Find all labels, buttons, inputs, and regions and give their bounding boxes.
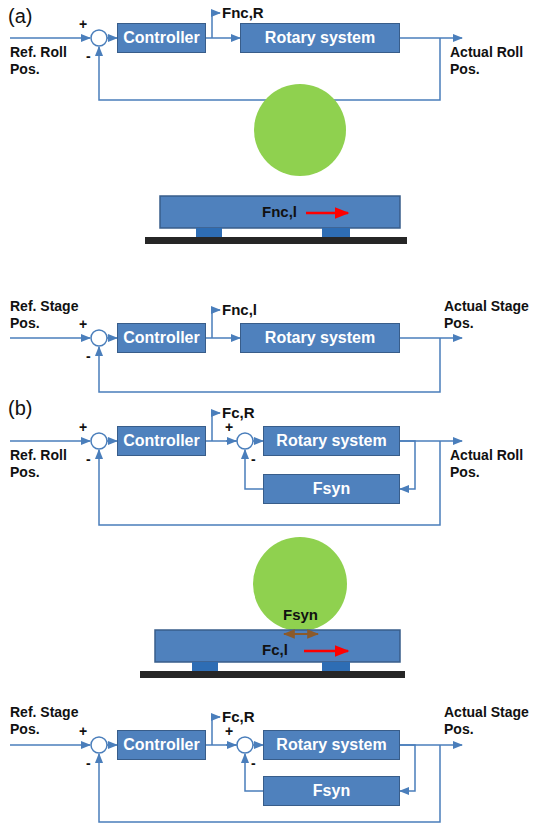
signal-connector bbox=[400, 745, 415, 791]
guide-block bbox=[322, 228, 350, 237]
box-text: Rotary system bbox=[276, 736, 386, 754]
sign-label: + bbox=[79, 419, 87, 436]
controller-box: Controller bbox=[117, 23, 206, 53]
guide-block bbox=[196, 228, 222, 237]
signal-label: Actual Roll Pos. bbox=[450, 447, 534, 481]
signal-connector bbox=[206, 37, 240, 39]
base bbox=[145, 237, 407, 244]
plant-box: Rotary system bbox=[240, 323, 400, 353]
summing-junction bbox=[237, 433, 253, 449]
signal-label: Fnc,l bbox=[222, 301, 257, 319]
sign-label: + bbox=[79, 316, 87, 333]
feedback-box: Fsyn bbox=[263, 474, 400, 504]
box-text: Rotary system bbox=[276, 432, 386, 450]
summing-junction bbox=[237, 737, 253, 753]
box-text: Controller bbox=[123, 432, 199, 450]
summing-junction bbox=[91, 433, 107, 449]
plant-box: Rotary system bbox=[240, 23, 400, 53]
guide-block bbox=[192, 662, 218, 671]
stage bbox=[155, 630, 400, 662]
box-text: Rotary system bbox=[265, 329, 375, 347]
sign-label: - bbox=[86, 451, 91, 468]
sign-label: + bbox=[79, 16, 87, 33]
box-text: Controller bbox=[123, 329, 199, 347]
sign-label: - bbox=[86, 755, 91, 772]
signal-label: Fnc,R bbox=[222, 4, 264, 22]
box-text: Controller bbox=[123, 29, 199, 47]
force-label: Fsyn bbox=[283, 606, 318, 624]
sign-label: + bbox=[225, 723, 233, 740]
base bbox=[140, 671, 405, 678]
box-text: Fsyn bbox=[313, 782, 350, 800]
box-text: Rotary system bbox=[265, 29, 375, 47]
signal-label: Actual Roll Pos. bbox=[450, 44, 534, 78]
signal-label: Ref. Roll Pos. bbox=[10, 447, 90, 481]
feedback-box: Fsyn bbox=[263, 776, 400, 806]
plant-box: Rotary system bbox=[263, 426, 400, 456]
plant-box: Rotary system bbox=[263, 730, 400, 760]
summing-junction bbox=[91, 737, 107, 753]
sign-label: - bbox=[86, 348, 91, 365]
signal-label: Actual Stage Pos. bbox=[444, 298, 534, 332]
sign-label: + bbox=[79, 723, 87, 740]
signal-connector bbox=[206, 337, 240, 339]
guide-block bbox=[322, 662, 350, 671]
roll bbox=[253, 537, 347, 631]
signal-label: Ref. Roll Pos. bbox=[10, 44, 90, 78]
force-arrow bbox=[304, 650, 348, 653]
signal-connector bbox=[206, 744, 263, 746]
panel-label: (a) bbox=[8, 4, 32, 28]
signal-wires bbox=[10, 13, 462, 822]
box-text: Fsyn bbox=[313, 480, 350, 498]
controller-box: Controller bbox=[117, 426, 206, 456]
force-label: Fnc,l bbox=[262, 203, 297, 221]
roll bbox=[254, 84, 346, 176]
force-arrow bbox=[306, 212, 348, 215]
sign-label: - bbox=[86, 48, 91, 65]
box-text: Controller bbox=[123, 736, 199, 754]
sign-label: + bbox=[225, 419, 233, 436]
sign-label: - bbox=[251, 755, 256, 772]
force-label: Fc,l bbox=[262, 641, 288, 659]
controller-box: Controller bbox=[117, 323, 206, 353]
sync-force-arrow bbox=[284, 633, 318, 635]
signal-connector bbox=[206, 440, 263, 442]
panel-label: (b) bbox=[8, 396, 32, 420]
signal-connector bbox=[400, 441, 415, 489]
summing-junction bbox=[91, 30, 107, 46]
summing-junction bbox=[91, 330, 107, 346]
controller-box: Controller bbox=[117, 730, 206, 760]
sign-label: - bbox=[251, 451, 256, 468]
stage bbox=[160, 196, 400, 228]
signal-label: Actual Stage Pos. bbox=[444, 704, 534, 738]
